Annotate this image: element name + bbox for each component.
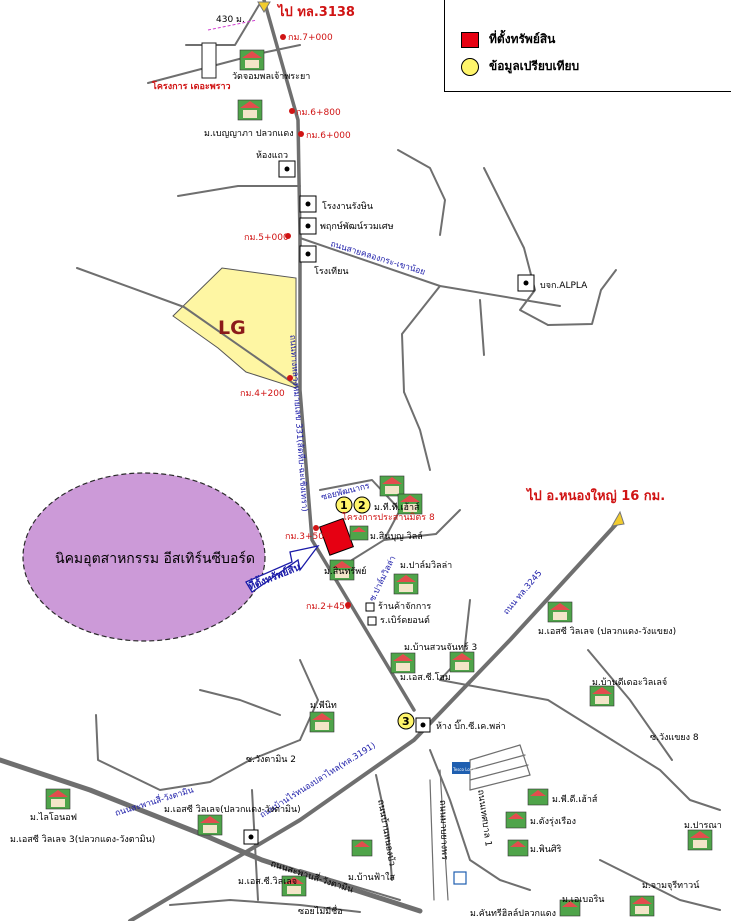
place-rongngan: โรงงานรังษิน [322,201,373,212]
legend-subject-swatch [461,31,479,48]
east-arrow-head [611,510,625,527]
legend-comparable-swatch [461,57,479,76]
major-roads [0,0,622,921]
place-lilo-home: ม.ไลโอนอฟ [30,812,77,823]
place-alpla: บจก.ALPLA [540,281,588,291]
road-soimai-label: ซอยไม่มีชื่อ [298,904,343,917]
place-sinsap: ม.สินทรัพย์ [324,565,366,577]
place-shop-tang: ร้านค้าจักการ [378,601,431,612]
place-es-village3: ม.เอสซี วิลเลจ 3(ปลวกแดง-วังตามิน) [10,834,155,845]
place-palm: ม.ปาล์มวิลล่า [400,559,452,571]
comparable-2[interactable]: 2 [353,496,371,514]
km-4200: กม.4+200 [240,389,285,399]
road-banpong-label: ถนนบ้านหนองบัว [375,799,398,867]
place-es-village: ม.เอสซี วิลเลจ (ปลวกแดง-วังแขยง) [538,626,676,637]
place-tt-house: ม.ที.ที.เฮ้าส์ [374,501,420,513]
east-direction: ไป อ.หนองใหญ่ 16 กม. [525,487,665,504]
comparable-3[interactable]: 3 [397,712,415,730]
north-direction: ไป ทล.3138 [276,3,355,20]
km-3500: กม.3+500 [285,532,330,542]
north-arrow-head [257,1,271,13]
map-legend: ที่ตั้งทรัพย์สิน ข้อมูลเปรียบเทียบ [444,0,731,92]
km-2450: กม.2+450 [306,602,351,612]
place-baan-dee: ม.บ้านดีเดอะวิลเลจ์ [592,676,667,688]
place-es-home: ม.เอส.ซี.โฮม [400,672,451,683]
scale-marker [201,19,258,79]
place-project-dawprao: โครงการ เดอะพราว [151,80,231,92]
km-7000: กม.7+000 [288,33,333,43]
place-sinbun: ม.สินบุญ วิลล์ [370,530,423,542]
scale-note: 430 ม. [216,15,245,25]
place-krisda: ม.คันทรีฮิลล์ปลวกแดง [470,907,556,919]
minor-roads [76,4,721,913]
legend-subject-label: ที่ตั้งทรัพย์สิน [489,32,556,46]
lg-label: LG [218,317,246,339]
legend-row-subject: ที่ตั้งทรัพย์สิน [461,30,555,49]
place-soi-wang8: ซ.วังแขยง 8 [650,733,699,743]
comparable-1[interactable]: 1 [335,496,353,514]
svg-text:3: 3 [402,715,410,728]
subject-arrow [245,545,320,593]
road-palmvilla-label: ซ.ปาล์มวิลล่า [367,554,399,603]
road-mabyang-label: ถนนมาบยางพร [437,800,449,860]
place-pinsiri: ม.พินศิริ [530,844,562,855]
house-icons [45,49,713,917]
place-pd-house: ม.พี.ดี.เฮ้าส์ [552,793,598,805]
place-big-c: ห้าง บิ๊ก.ซี.เค.พล่า [436,719,506,732]
place-soi-wangtamin2: ซ.วังตามิน 2 [246,754,296,765]
place-eb-rin: ม.เอเบอริน [562,894,604,905]
place-prasarnmit: โครงการประสานมิตร 8 [342,512,435,523]
place-parana: ม.ปารณา [684,821,722,831]
place-rs-school: ร.เบิร์ดยอนต์ [380,614,430,626]
place-hongkaew: ห้องแถว [256,150,288,161]
km-5000: กม.5+000 [244,233,289,243]
place-phathip: พฤกษ์พัฒน์รวมเศษ [320,220,394,232]
place-baan-bunyapha: ม.เบญญาภา ปลวกแดง [204,129,294,139]
place-chaba: ม.จามจุรีทาวน์ [642,879,699,891]
place-baan-suan: ม.บ้านสวนจันทร์ 3 [404,641,477,653]
svg-text:1: 1 [340,499,348,512]
place-wat-mongkol: วัดจอมพลเจ้าพระยา [232,71,310,82]
place-es-village-b: ม.เอส.ซี.วิลเลจ [238,876,297,887]
place-pinit: ม.พีนิท [310,700,337,711]
km-6800: กม.6+800 [296,108,341,118]
street-grid [429,744,531,901]
legend-comparable-label: ข้อมูลเปรียบเทียบ [489,59,580,73]
km-6000: กม.6+000 [306,131,351,141]
km-pins [280,34,351,608]
legend-row-comparables: ข้อมูลเปรียบเทียบ [461,57,579,76]
road-sukhumvit-label: ถนนเทศบาล 1 [475,789,493,847]
estate-label: นิคมอุตสาหกรรม อีสเทิร์นซีบอร์ด [55,550,255,567]
svg-text:2: 2 [358,499,366,512]
road-main-label: ถนนทางหลวงหมายเลข 331(สัตหีบ-ฉะเชิงเทรา) [287,334,310,512]
place-es-village2: ม.เอสซี วิลเลจ(ปลวกแดง-วังตามิน) [164,804,301,815]
tesco-store-marker: Tesco Lotus [452,762,476,885]
point-dots [248,166,529,840]
subject-property-marker[interactable] [318,517,354,556]
place-baan-fah: ม.บ้านฟ้าใส [348,872,396,883]
lg-area [172,267,297,389]
place-sangrung: ม.ดังรุ่งเรือง [530,816,576,827]
place-rongtian: โรงเทียน [314,266,349,277]
industrial-estate-area [22,472,266,642]
svg-text:Tesco Lotus: Tesco Lotus [452,767,476,772]
